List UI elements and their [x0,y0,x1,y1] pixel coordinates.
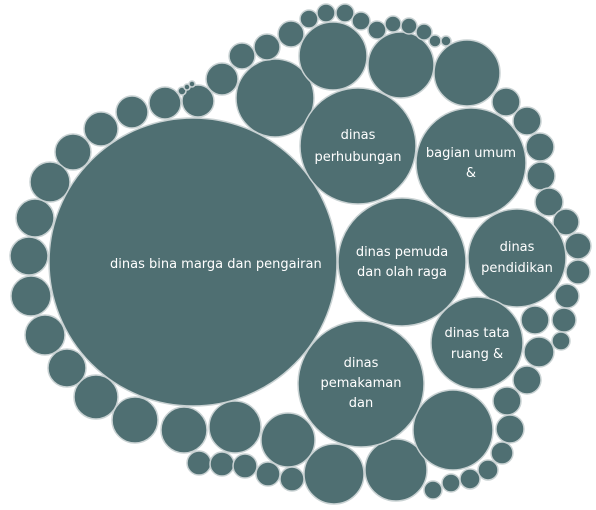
bubble-unlabeled-21 [111,396,159,444]
bubble-unlabeled-13 [54,133,92,171]
bubble-unlabeled-8 [205,62,239,96]
bubble-unlabeled-46 [552,208,580,236]
bubble-unlabeled-6 [277,20,305,48]
bubble-unlabeled-24 [260,412,316,468]
bubble-unlabeled-7 [228,42,256,70]
bubble-unlabeled-2 [298,21,368,91]
bubble-unlabeled-48 [565,259,591,285]
bubble-unlabeled-44 [526,161,556,191]
bubble-label-4-line-2: dan olah raga [357,265,447,280]
bubble-unlabeled-43 [525,132,555,162]
bubble-unlabeled-65 [255,461,281,487]
bubble-label-7-line-2: pemakaman [320,376,401,391]
bubble-2 [299,87,417,205]
bubble-unlabeled-47 [564,232,592,260]
bubble-3 [415,107,527,219]
bubble-unlabeled-50 [551,307,577,333]
bubble-label-5-line-1: dinas [500,240,535,255]
bubble-unlabeled-1 [235,58,315,138]
bubble-4 [337,197,467,327]
bubble-1 [48,117,338,407]
bubble-unlabeled-33 [384,15,402,33]
bubble-unlabeled-42 [512,106,542,136]
bubble-unlabeled-53 [523,336,555,368]
bubble-unlabeled-35 [415,23,433,41]
bubble-unlabeled-29 [316,3,336,23]
bubble-label-4-line-1: dinas pemuda [356,245,448,260]
bubble-unlabeled-63 [209,451,235,477]
bubble-unlabeled-20 [73,374,119,420]
bubble-label-3-line-1: bagian umum [426,146,516,161]
bubble-unlabeled-52 [520,305,550,335]
bubble-unlabeled-32 [367,20,387,40]
bubble-label-7-line-3: dan [349,396,373,411]
bubble-unlabeled-34 [400,17,418,35]
bubble-label-7-line-1: dinas [344,356,379,371]
bubble-unlabeled-12 [83,111,119,147]
bubble-unlabeled-9 [181,84,215,118]
bubble-unlabeled-5 [253,33,281,61]
bubble-unlabeled-31 [351,11,371,31]
bubble-label-2-line-1: dinas [341,128,376,143]
bubble-unlabeled-14 [29,161,71,203]
bubble-unlabeled-27 [412,389,494,471]
bubble-6 [430,296,524,390]
bubble-5 [467,208,567,308]
bubble-unlabeled-23 [208,400,262,454]
bubble-unlabeled-49 [554,283,580,309]
bubble-unlabeled-60 [441,473,461,493]
bubble-unlabeled-56 [495,414,525,444]
bubble-unlabeled-4 [433,39,501,107]
bubble-unlabeled-28 [299,9,319,29]
bubble-unlabeled-17 [10,275,52,317]
bubble-unlabeled-36 [428,34,442,48]
bubble-unlabeled-62 [186,450,212,476]
bubble-label-1: dinas bina marga dan pengairan [110,257,322,272]
bubble-unlabeled-30 [335,3,355,23]
bubble-unlabeled-18 [24,314,66,356]
bubble-unlabeled-64 [232,453,258,479]
bubble-unlabeled-22 [160,406,208,454]
bubble-label-3-line-2: & [466,166,476,181]
bubble-unlabeled-40 [188,80,196,88]
bubble-label-2-line-2: perhubungan [314,150,401,165]
bubble-unlabeled-58 [477,459,499,481]
bubble-unlabeled-55 [492,386,522,416]
bubble-unlabeled-37 [440,35,452,47]
bubble-unlabeled-59 [459,468,481,490]
bubble-unlabeled-61 [423,480,443,500]
bubble-unlabeled-25 [303,443,365,505]
bubble-unlabeled-66 [279,466,305,492]
bubble-unlabeled-51 [551,331,571,351]
bubble-7 [297,320,425,448]
bubble-unlabeled-26 [364,438,428,502]
bubble-label-6-line-2: ruang & [451,347,503,362]
bubble-unlabeled-16 [9,236,49,276]
bubble-unlabeled-41 [491,87,521,117]
bubble-unlabeled-15 [15,198,55,238]
bubble-unlabeled-57 [490,441,514,465]
bubble-label-6-line-1: dinas tata [444,326,509,341]
bubble-unlabeled-11 [115,95,149,129]
bubble-label-5-line-2: pendidikan [481,261,553,276]
bubble-unlabeled-45 [534,187,564,217]
bubble-unlabeled-19 [47,348,87,388]
bubble-unlabeled-54 [512,365,542,395]
bubble-unlabeled-10 [148,86,182,120]
bubble-unlabeled-3 [367,31,435,99]
